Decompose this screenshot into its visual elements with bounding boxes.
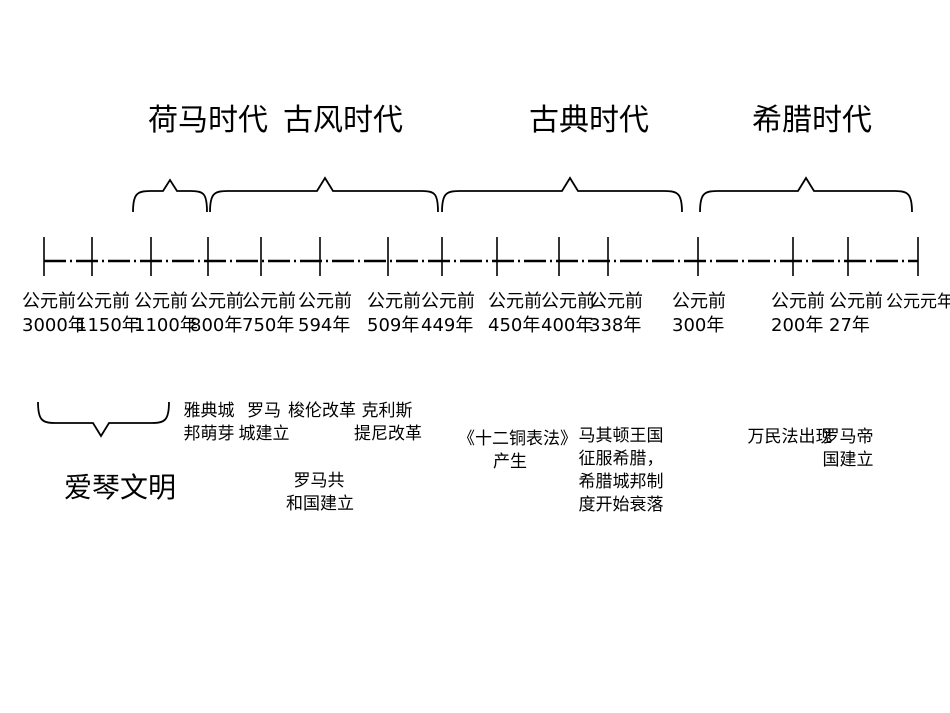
era-label-homer: 荷马时代 bbox=[148, 103, 268, 138]
event-twelve-tables: 《十二铜表法》 产生 bbox=[458, 429, 577, 472]
event-roman-republic: 罗马共 和国建立 bbox=[286, 471, 354, 514]
brace-hellenistic bbox=[699, 176, 913, 213]
brace-classical bbox=[441, 176, 683, 213]
brace-archaic bbox=[209, 176, 439, 213]
brace-homer bbox=[132, 178, 208, 213]
event-cleisthenes-reform: 克利斯 提尼改革 bbox=[354, 401, 422, 444]
brace-aegean bbox=[37, 401, 170, 438]
event-jus-gentium: 万民法出现 bbox=[747, 427, 833, 447]
event-solon-reform: 梭伦改革 bbox=[288, 401, 356, 421]
event-roman-empire: 罗马帝 国建立 bbox=[822, 427, 874, 470]
event-athens-city-state: 雅典城 邦萌芽 bbox=[183, 401, 235, 444]
event-rome-founded: 罗马 城建立 bbox=[238, 401, 290, 444]
era-label-archaic: 古风时代 bbox=[283, 103, 403, 138]
tick-marks bbox=[43, 237, 919, 276]
event-aegean-civilization: 爱琴文明 bbox=[64, 471, 177, 504]
tick-label-ad1: 公元元年 bbox=[886, 292, 950, 312]
era-label-classical: 古典时代 bbox=[529, 103, 649, 138]
event-macedon-conquest: 马其顿王国 征服希腊， 希腊城邦制 度开始衰落 bbox=[578, 426, 664, 515]
era-label-hellenistic: 希腊时代 bbox=[752, 103, 872, 138]
